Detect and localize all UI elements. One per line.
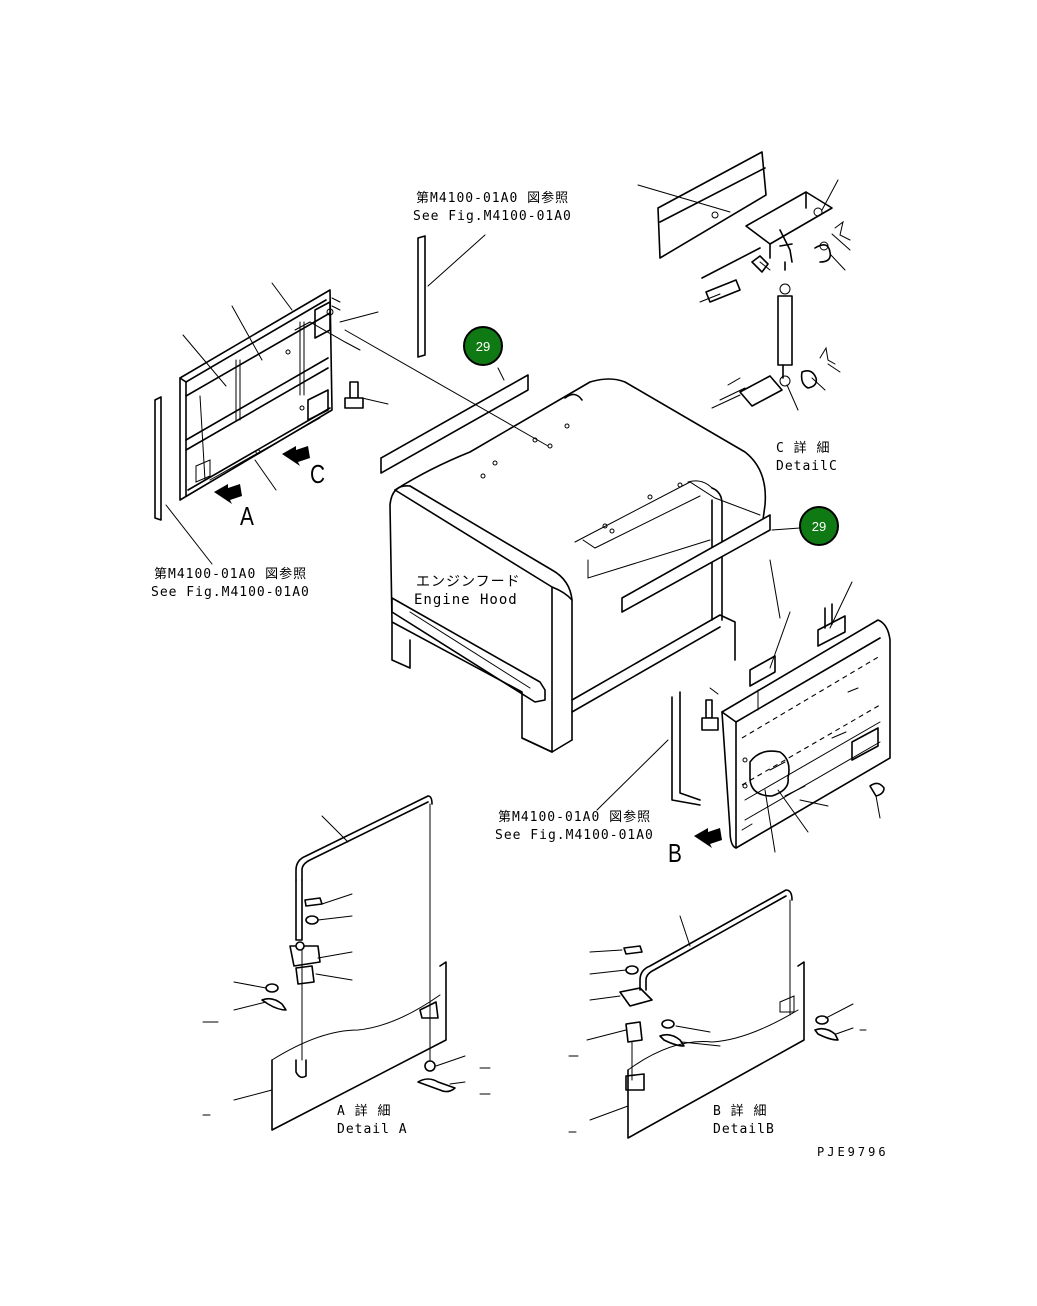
ref-label-top-jp: 第M4100-01A0 図参照 xyxy=(416,191,570,206)
detail-a-drawing xyxy=(202,795,491,1131)
ref-label-left-en: See Fig.M4100-01A0 xyxy=(151,585,310,600)
detail-c-title-en: DetailC xyxy=(776,459,838,474)
detail-c-title-jp: C 詳 細 xyxy=(776,441,831,456)
drawing-number: PJE9796 xyxy=(817,1145,889,1159)
left-panel-leaders xyxy=(182,282,389,491)
ref-label-bottom-jp: 第M4100-01A0 図参照 xyxy=(498,810,652,825)
detail-b-title-en: DetailB xyxy=(713,1122,775,1137)
engine-hood-label-en: Engine Hood xyxy=(414,592,518,608)
right-side-panel xyxy=(701,559,891,853)
ref-label-left-jp: 第M4100-01A0 図参照 xyxy=(154,567,308,582)
seal-strips xyxy=(380,367,801,613)
engine-hood-drawing xyxy=(389,378,767,753)
detail-a-title-en: Detail A xyxy=(337,1122,408,1137)
engine-hood-label-jp: エンジンフード xyxy=(416,574,521,590)
detail-b-drawing xyxy=(568,889,867,1139)
detail-c-drawing xyxy=(637,151,851,411)
view-arrow-b-label: B xyxy=(668,838,682,868)
ref-label-bottom-en: See Fig.M4100-01A0 xyxy=(495,828,654,843)
vertical-seals xyxy=(154,234,701,811)
ref-label-top-en: See Fig.M4100-01A0 xyxy=(413,209,572,224)
view-arrows xyxy=(214,446,722,848)
detail-a-title-jp: A 詳 細 xyxy=(337,1104,392,1119)
view-arrow-a-label: A xyxy=(240,501,254,531)
part-number-badge-right[interactable]: 29 xyxy=(799,506,839,546)
detail-b-title-jp: B 詳 細 xyxy=(713,1104,768,1119)
view-arrow-c-label: C xyxy=(310,459,326,489)
left-side-panel xyxy=(179,289,549,501)
part-number-badge-top[interactable]: 29 xyxy=(463,326,503,366)
